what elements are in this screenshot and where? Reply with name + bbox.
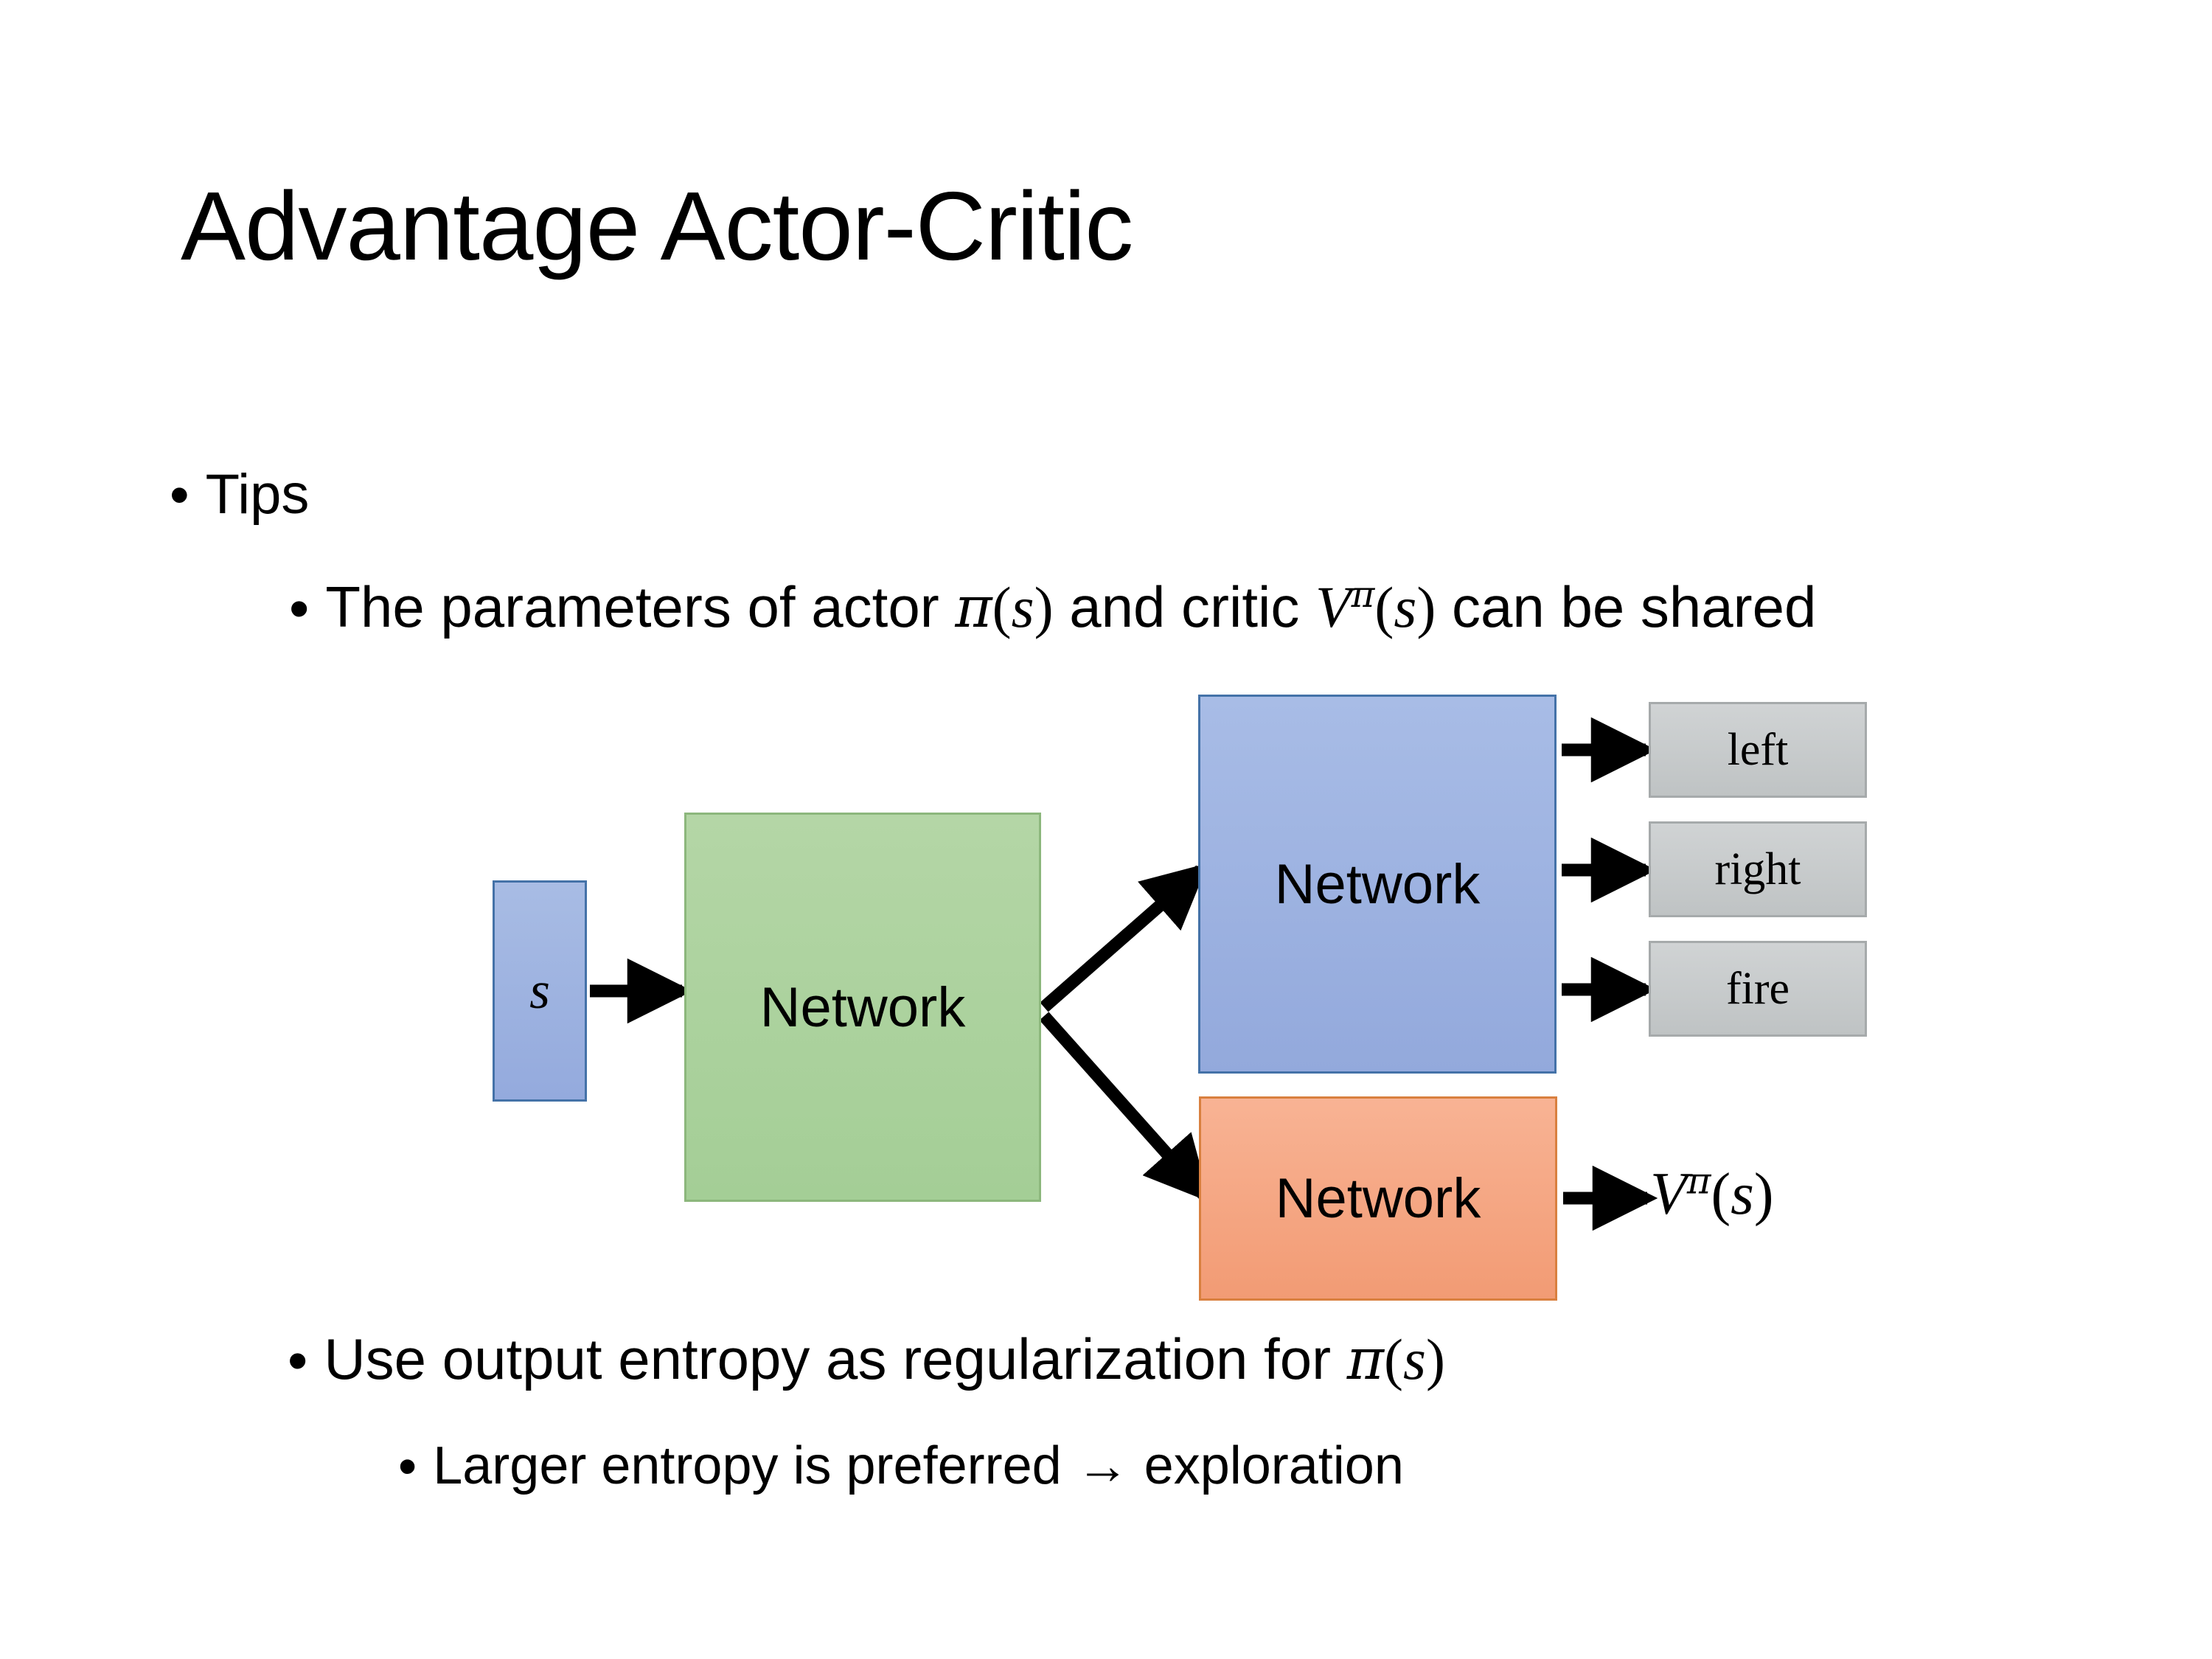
shared-network-label: Network: [759, 975, 966, 1039]
text-fragment-suffix: can be shared: [1436, 574, 1817, 639]
action-output-label: right: [1714, 844, 1801, 894]
rparen-symbol: ): [1753, 1162, 1774, 1227]
action-output-box-right: right: [1649, 821, 1867, 917]
bullet-tips: • Tips: [170, 463, 309, 527]
page-title: Advantage Actor-Critic: [181, 172, 1133, 280]
pi-symbol: π: [955, 575, 992, 641]
bullet-larger-entropy: • Larger entropy is preferred → explorat…: [398, 1436, 2094, 1497]
bullet-entropy-text: Use output entropy as regularization for…: [324, 1326, 2057, 1393]
actor-network-label: Network: [1274, 852, 1481, 916]
pi-symbol: π: [1346, 1327, 1384, 1393]
action-output-label: left: [1727, 724, 1789, 775]
action-output-box-fire: fire: [1649, 941, 1867, 1037]
text-fragment-prefix: The parameters of actor: [325, 574, 956, 639]
s-symbol: s: [1394, 575, 1417, 640]
pi-superscript: π: [1351, 574, 1375, 616]
rparen-symbol: ): [1416, 575, 1436, 639]
s-symbol: s: [1731, 1160, 1754, 1227]
action-output-box-left: left: [1649, 702, 1867, 798]
lparen-symbol: (: [1711, 1162, 1731, 1227]
arrow-shared-to-critic: [1039, 1012, 1211, 1203]
shared-network-box: Network: [684, 813, 1041, 1202]
bullet-shared-parameters: • The parameters of actor π(s) and criti…: [289, 574, 2007, 642]
state-box-label: s: [529, 961, 550, 1020]
action-output-label: fire: [1725, 963, 1790, 1014]
s-symbol: s: [1011, 575, 1034, 640]
state-input-box: s: [493, 880, 587, 1102]
arrow-shared-to-actor: [1040, 863, 1208, 1012]
lparen-symbol: (: [1384, 1327, 1403, 1391]
v-symbol: V: [1315, 575, 1352, 640]
bullet-dot-icon: •: [398, 1437, 417, 1496]
rparen-symbol: ): [1425, 1327, 1445, 1391]
s-symbol: s: [1402, 1327, 1426, 1392]
bullet-tips-label: Tips: [205, 463, 310, 526]
v-symbol: V: [1650, 1160, 1687, 1227]
critic-network-box: Network: [1199, 1096, 1557, 1301]
lparen-symbol: (: [1374, 575, 1394, 639]
critic-value-output-label: Vπ(s): [1650, 1159, 1774, 1228]
critic-network-label: Network: [1275, 1167, 1481, 1230]
pi-superscript: π: [1686, 1159, 1711, 1203]
text-fragment-mid: and critic: [1053, 574, 1316, 639]
bullet-dot-icon: •: [170, 464, 189, 526]
lparen-symbol: (: [992, 575, 1012, 639]
actor-network-box: Network: [1198, 695, 1557, 1074]
bullet-shared-parameters-text: The parameters of actor π(s) and critic …: [325, 574, 2007, 641]
bullet-dot-icon: •: [289, 576, 310, 641]
bullet-dot-icon: •: [288, 1328, 308, 1393]
bullet-entropy-regularization: • Use output entropy as regularization f…: [288, 1326, 2057, 1394]
rparen-symbol: ): [1034, 575, 1054, 639]
text-fragment-prefix: Use output entropy as regularization for: [324, 1326, 1347, 1391]
bullet-larger-entropy-label: Larger entropy is preferred → exploratio…: [433, 1436, 1404, 1495]
